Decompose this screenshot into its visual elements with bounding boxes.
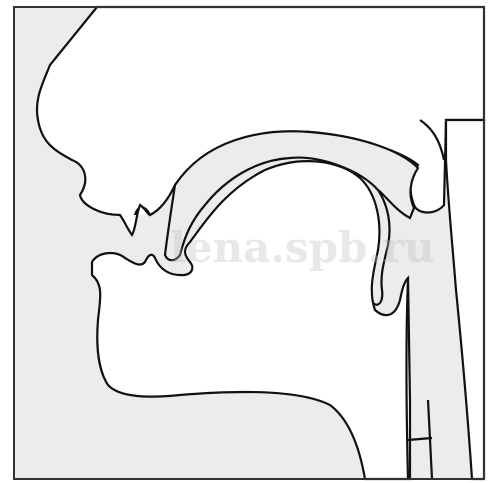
watermark: lena.spb.ru: [170, 223, 435, 272]
